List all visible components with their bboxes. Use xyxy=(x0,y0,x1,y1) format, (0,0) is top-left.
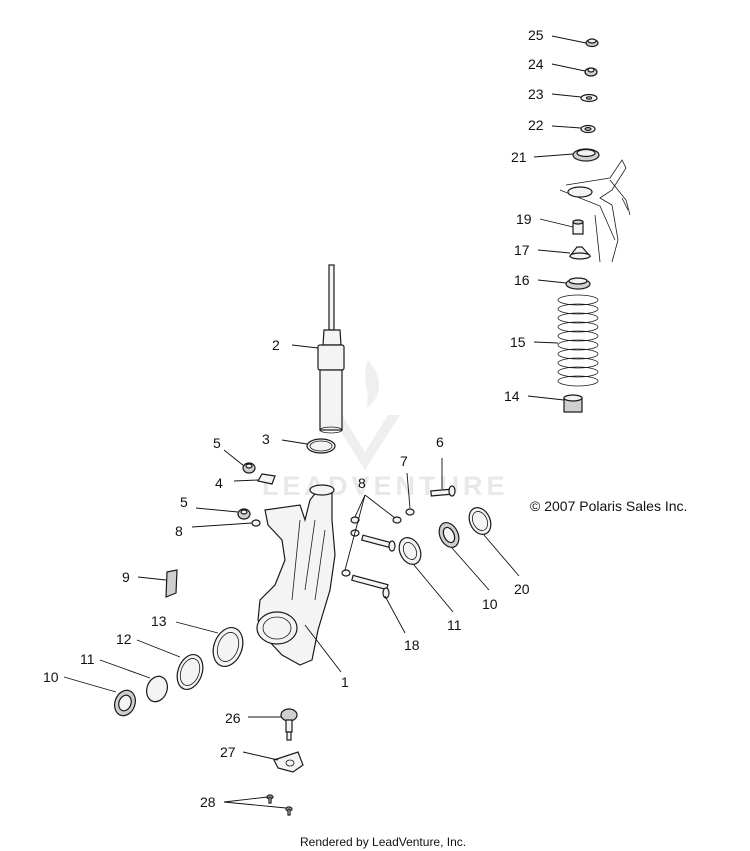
knuckle-hardware xyxy=(237,462,276,527)
coil-spring xyxy=(557,294,599,387)
callout-8-center: 8 xyxy=(358,475,366,491)
lower-bearing-parts xyxy=(114,569,244,717)
callout-20: 20 xyxy=(514,581,530,597)
top-mount-parts xyxy=(557,38,631,413)
callout-16: 16 xyxy=(514,272,530,288)
frame-bracket xyxy=(559,159,631,263)
copyright-notice: © 2007 Polaris Sales Inc. xyxy=(530,498,687,514)
callout-18: 18 xyxy=(404,637,420,653)
callout-labels: 25 24 23 22 21 19 17 16 15 14 2 3 5 4 6 … xyxy=(43,27,544,810)
watermark-logo: LEADVENTURE xyxy=(262,360,509,501)
watermark-text: LEADVENTURE xyxy=(262,471,509,501)
callout-24: 24 xyxy=(528,56,544,72)
callout-10-right: 10 xyxy=(482,596,498,612)
callout-8-left: 8 xyxy=(175,523,183,539)
ball-joint-parts xyxy=(266,708,304,816)
callout-5-lower: 5 xyxy=(180,494,188,510)
callout-5-upper: 5 xyxy=(213,435,221,451)
callout-26: 26 xyxy=(225,710,241,726)
callout-22: 22 xyxy=(528,117,544,133)
callout-2: 2 xyxy=(272,337,280,353)
callout-7: 7 xyxy=(400,453,408,469)
callout-10-left: 10 xyxy=(43,669,59,685)
callout-14: 14 xyxy=(504,388,520,404)
callout-25: 25 xyxy=(528,27,544,43)
callout-12: 12 xyxy=(116,631,132,647)
strut-assembly xyxy=(306,264,345,454)
footer-credit: Rendered by LeadVenture, Inc. xyxy=(300,835,466,849)
callout-17: 17 xyxy=(514,242,530,258)
callout-11-left: 11 xyxy=(80,651,95,667)
steering-knuckle xyxy=(256,484,336,666)
callout-13: 13 xyxy=(151,613,167,629)
callout-6: 6 xyxy=(436,434,444,450)
callout-28: 28 xyxy=(200,794,216,810)
callout-11-right: 11 xyxy=(447,617,462,633)
callout-9: 9 xyxy=(122,569,130,585)
callout-19: 19 xyxy=(516,211,532,227)
callout-15: 15 xyxy=(510,334,526,350)
callout-21: 21 xyxy=(511,149,527,165)
leader-lines xyxy=(63,35,587,809)
callout-1: 1 xyxy=(341,674,349,690)
center-hardware xyxy=(341,485,492,599)
callout-3: 3 xyxy=(262,431,270,447)
callout-27: 27 xyxy=(220,744,236,760)
callout-4: 4 xyxy=(215,475,223,491)
callout-23: 23 xyxy=(528,86,544,102)
